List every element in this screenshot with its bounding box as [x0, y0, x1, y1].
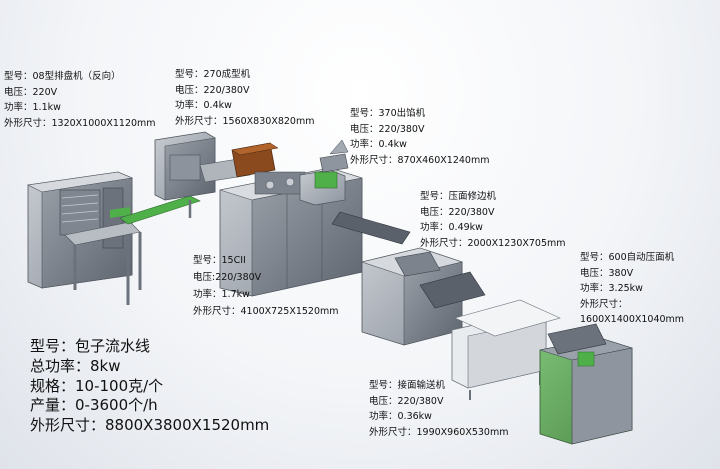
spec-forming-machine: 型号：270成型机 电压：220/380V 功率：0.4kw 外形尺寸：1560… — [175, 67, 314, 129]
spec-receiving-conveyor: 型号：接面输送机 电压：220/380V 功率：0.36kw 外形尺寸：1990… — [369, 378, 508, 440]
spec-automatic-dough-press: 型号：600自动压面机 电压：380V 功率：3.25kw 外形尺寸： 1600… — [580, 250, 684, 328]
spec-size: 外形尺寸：1560X830X820mm — [175, 115, 315, 127]
spec-model: 型号：压面修边机 — [420, 191, 497, 202]
spec-power: 功率：0.4kw — [350, 139, 407, 150]
spec-pressing-trimming-machine: 型号：压面修边机 电压：220/380V 功率：0.49kw 外形尺寸：2000… — [420, 189, 566, 251]
receiving-conveyor — [451, 299, 561, 400]
spec-size: 外形尺寸：2000X1230X705mm — [420, 237, 566, 249]
main-stuffing-machine — [219, 142, 363, 297]
pressing-trimming-machine — [360, 247, 486, 346]
spec-voltage: 电压：220/380V — [369, 395, 444, 407]
spec-size: 外形尺寸：1990X960X530mm — [369, 426, 509, 438]
spec-size: 外形尺寸：4100X725X1520mm — [193, 306, 339, 317]
spec-voltage: 电压：220V — [4, 86, 58, 98]
summary-model: 型号：包子流水线 — [30, 337, 151, 355]
summary-output: 产量：0-3600个/h — [30, 396, 158, 415]
spec-filling-machine: 型号：370出馅机 电压：220/380V 功率：0.4kw 外形尺寸：870X… — [350, 106, 489, 168]
spec-power: 功率：0.36kw — [369, 411, 432, 422]
spec-main-stuffing-machine: 型号：15CII 电压:220/380V 功率：1.7kw 外形尺寸：4100X… — [193, 252, 339, 320]
spec-tray-arranging-machine: 型号：08型排盘机（反向） 电压：220V 功率：1.1kw 外形尺寸：1320… — [4, 69, 156, 131]
spec-voltage: 电压：380V — [580, 267, 634, 279]
spec-model: 型号：08型排盘机（反向） — [4, 71, 121, 82]
spec-model: 型号：270成型机 — [175, 69, 251, 80]
spec-model: 型号：15CII — [193, 255, 246, 266]
summary-spec: 规格：10-100克/个 — [30, 376, 164, 395]
spec-size: 1600X1400X1040mm — [580, 314, 685, 325]
spec-model: 型号：370出馅机 — [350, 108, 426, 119]
spec-voltage: 电压:220/380V — [193, 272, 262, 283]
filling-dispenser-machine — [299, 139, 349, 206]
spec-model: 型号：600自动压面机 — [580, 252, 675, 263]
spec-power: 功率：3.25kw — [580, 283, 643, 294]
spec-power: 功率：1.1kw — [4, 102, 61, 113]
automatic-dough-press — [539, 323, 633, 445]
summary-total-power: 总功率：8kw — [30, 356, 121, 375]
spec-power: 功率：0.49kw — [420, 222, 483, 233]
spec-power: 功率：1.7kw — [193, 289, 250, 300]
spec-voltage: 电压：220/380V — [175, 84, 250, 96]
dough-sheet-conveyor — [331, 211, 411, 245]
spec-model: 型号：接面输送机 — [369, 380, 446, 391]
production-line-summary: 型号：包子流水线 总功率：8kw 规格：10-100克/个 产量：0-3600个… — [30, 337, 269, 436]
spec-size: 外形尺寸：1320X1000X1120mm — [4, 117, 156, 129]
outfeed-conveyor — [119, 195, 201, 225]
spec-voltage: 电压：220/380V — [420, 206, 495, 218]
spec-power: 功率：0.4kw — [175, 100, 232, 111]
summary-size: 外形尺寸：8800X3800X1520mm — [30, 416, 270, 435]
spec-size: 外形尺寸：870X460X1240mm — [350, 154, 490, 166]
spec-size-label: 外形尺寸： — [580, 298, 628, 310]
spec-voltage: 电压：220/380V — [350, 123, 425, 135]
tray-arranging-machine — [27, 171, 142, 305]
